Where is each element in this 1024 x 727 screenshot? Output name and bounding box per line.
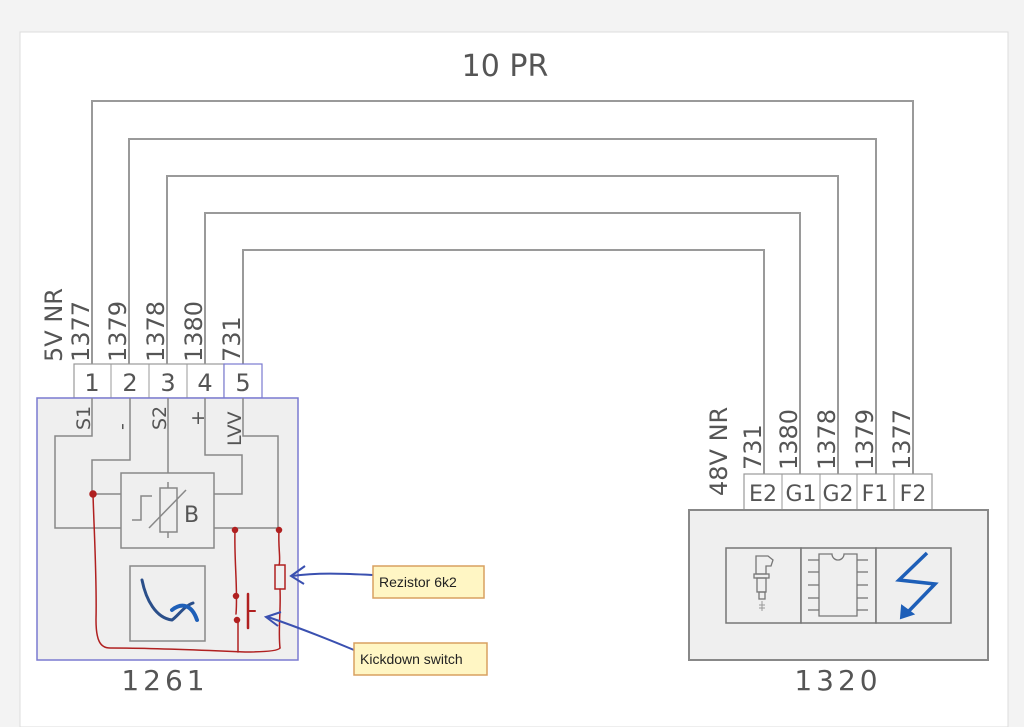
left-wire-label: 1380 [180, 301, 208, 362]
kickdown-annotation-drawing [89, 490, 286, 653]
right-wire-label: 731 [739, 424, 767, 470]
right-connector-label: 48V NR [705, 407, 733, 496]
right-wire-label: 1379 [851, 409, 879, 470]
pedal-travel-icon [129, 565, 206, 642]
ecu-chip-icon [800, 547, 877, 624]
wire-harness [91, 100, 914, 474]
left-pin[interactable]: 3 [160, 369, 175, 397]
left-wire-label: 1379 [104, 301, 132, 362]
internal-label-plus: + [187, 410, 209, 426]
lightning-icon [875, 547, 952, 624]
left-wire-label: 1378 [142, 301, 170, 362]
wire-1380[interactable] [204, 212, 801, 474]
component-1261[interactable]: S1 - S2 + LVV B [36, 397, 299, 661]
left-connector: 1 2 3 4 5 [73, 363, 263, 399]
diagram-title: 10 PR [462, 49, 549, 84]
kickdown-callout-label: Kickdown switch [360, 651, 463, 667]
potentiometer-sensor-icon: B [120, 472, 215, 549]
left-wire-label: 1377 [67, 301, 95, 362]
left-wire-labels: 5V NR 1377 1379 1378 1380 731 [40, 288, 246, 362]
component-id-1261: 1261 [121, 664, 208, 697]
right-pin[interactable]: F2 [900, 482, 927, 507]
wire-731[interactable] [242, 249, 765, 474]
right-wire-label: 1378 [813, 409, 841, 470]
left-pin[interactable]: 1 [84, 369, 99, 397]
right-pin[interactable]: F1 [862, 482, 889, 507]
internal-label-s2: S2 [149, 406, 171, 430]
right-wire-labels: 48V NR 731 1380 1378 1379 1377 [705, 407, 916, 496]
component-id-1320: 1320 [794, 664, 881, 697]
wire-1377[interactable] [91, 100, 914, 474]
left-connector-label: 5V NR [40, 288, 68, 362]
right-pin[interactable]: E2 [749, 482, 777, 507]
right-connector: E2 G1 G2 F1 F2 [743, 473, 933, 511]
resistor-callout: Rezistor 6k2 [289, 565, 485, 599]
right-wire-label: 1380 [775, 409, 803, 470]
resistor-callout-label: Rezistor 6k2 [379, 574, 457, 590]
kickdown-callout: Kickdown switch [263, 611, 488, 676]
right-pin[interactable]: G1 [785, 482, 816, 507]
sensor-symbol-label: B [184, 503, 199, 528]
left-wire-label: 731 [218, 316, 246, 362]
internal-label-minus: - [111, 423, 133, 430]
internal-label-lvv: LVV [224, 412, 246, 447]
left-pin[interactable]: 5 [235, 369, 250, 397]
injector-icon [725, 547, 802, 624]
wire-1378[interactable] [166, 175, 839, 474]
right-wire-label: 1377 [888, 409, 916, 470]
wire-1379[interactable] [128, 138, 877, 474]
left-pin[interactable]: 4 [197, 369, 212, 397]
left-pin[interactable]: 2 [122, 369, 137, 397]
right-pin[interactable]: G2 [822, 482, 853, 507]
component-1320[interactable] [688, 509, 989, 661]
internal-label-s1: S1 [73, 406, 95, 430]
